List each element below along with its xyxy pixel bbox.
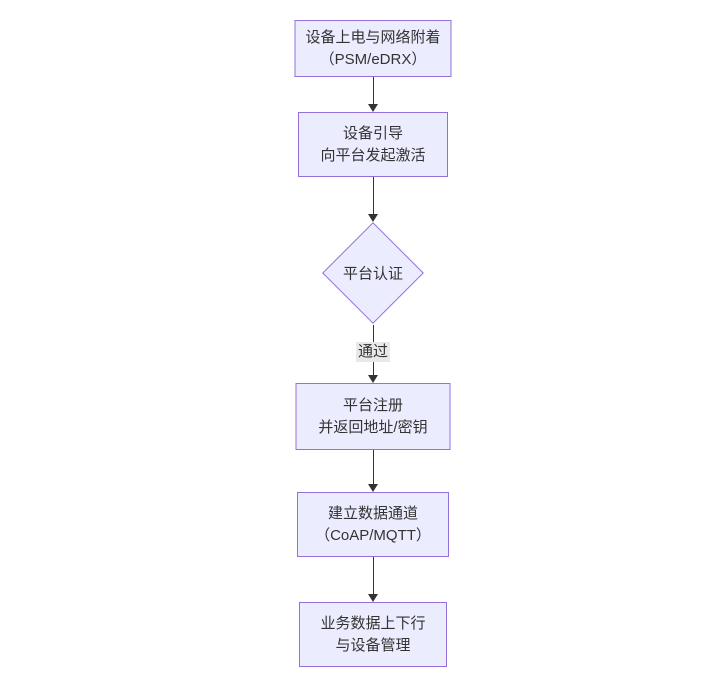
node-data-channel: 建立数据通道 （CoAP/MQTT） <box>297 492 449 557</box>
arrow-line <box>372 177 374 214</box>
node-label-line: 与设备管理 <box>335 636 411 654</box>
arrowhead-down-icon <box>368 484 378 492</box>
arrowhead-down-icon <box>368 375 378 383</box>
node-device-bootstrap: 设备引导 向平台发起激活 <box>298 112 448 177</box>
arrow-d-e <box>368 450 378 492</box>
arrow-e-f <box>368 557 378 602</box>
arrowhead-down-icon <box>368 104 378 112</box>
arrow-b-c <box>368 177 378 222</box>
node-label-line: 建立数据通道 <box>327 504 418 522</box>
decision-label: 平台认证 <box>342 265 404 283</box>
node-label-line: 设备上电与网络附着 <box>305 28 441 46</box>
arrowhead-down-icon <box>368 214 378 222</box>
node-device-power-on: 设备上电与网络附着 （PSM/eDRX） <box>294 20 452 77</box>
node-label-line: 平台注册 <box>342 396 403 414</box>
decision-platform-auth: 平台认证 <box>321 221 425 325</box>
node-label-line: 设备引导 <box>342 124 403 142</box>
arrow-a-b <box>368 77 378 112</box>
node-platform-register: 平台注册 并返回地址/密钥 <box>295 383 451 450</box>
node-label-line: 并返回地址/密钥 <box>318 418 428 436</box>
node-label-line: 向平台发起激活 <box>320 146 426 164</box>
node-label-line: （PSM/eDRX） <box>319 50 427 68</box>
node-label-line: 业务数据上下行 <box>320 614 426 632</box>
arrow-line <box>372 450 374 484</box>
arrow-line <box>372 557 374 594</box>
arrow-line <box>372 77 374 104</box>
node-label-line: （CoAP/MQTT） <box>315 526 431 544</box>
node-business-data: 业务数据上下行 与设备管理 <box>299 602 447 667</box>
edge-label-pass: 通过 <box>355 342 391 362</box>
arrowhead-down-icon <box>368 594 378 602</box>
